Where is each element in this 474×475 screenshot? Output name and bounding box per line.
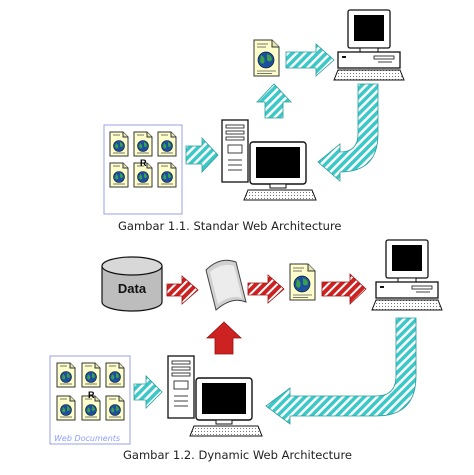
figure-2-caption: Gambar 1.2. Dynamic Web Architecture [123, 448, 352, 462]
script-page-icon [205, 259, 247, 311]
arrow-docs-to-server [185, 136, 219, 174]
figure-1-caption: Gambar 1.1. Standar Web Architecture [118, 219, 342, 233]
svg-text:R: R [88, 390, 95, 400]
arrow-script-to-document [247, 274, 285, 304]
database-icon: Data [101, 256, 163, 312]
arrow-client-to-server-return [317, 83, 379, 182]
web-documents-group-2: R Web Documents [49, 355, 131, 445]
arrow-document-to-client [285, 43, 335, 77]
web-documents-label: Web Documents [54, 434, 120, 443]
client-computer-icon [333, 9, 405, 81]
arrow-docs-to-server-2 [133, 375, 163, 409]
figure-2-dynamic-architecture: Data R Web Documents [49, 239, 443, 445]
arrow-server-to-script [205, 321, 243, 355]
arrow-client-to-server-return-2 [265, 317, 417, 425]
generated-document-icon [289, 263, 316, 301]
served-document-icon [253, 39, 280, 77]
client-computer-icon-2 [371, 239, 443, 311]
figure-1-standard-architecture: R [103, 9, 405, 215]
arrow-server-to-document [256, 83, 292, 119]
arrow-document-to-client-2 [321, 273, 367, 305]
web-server-icon-2 [167, 355, 263, 437]
svg-text:R: R [140, 158, 147, 168]
web-server-icon [221, 119, 317, 201]
arrow-data-to-script [166, 275, 199, 305]
web-documents-group: R [103, 124, 183, 215]
database-label: Data [118, 281, 147, 296]
